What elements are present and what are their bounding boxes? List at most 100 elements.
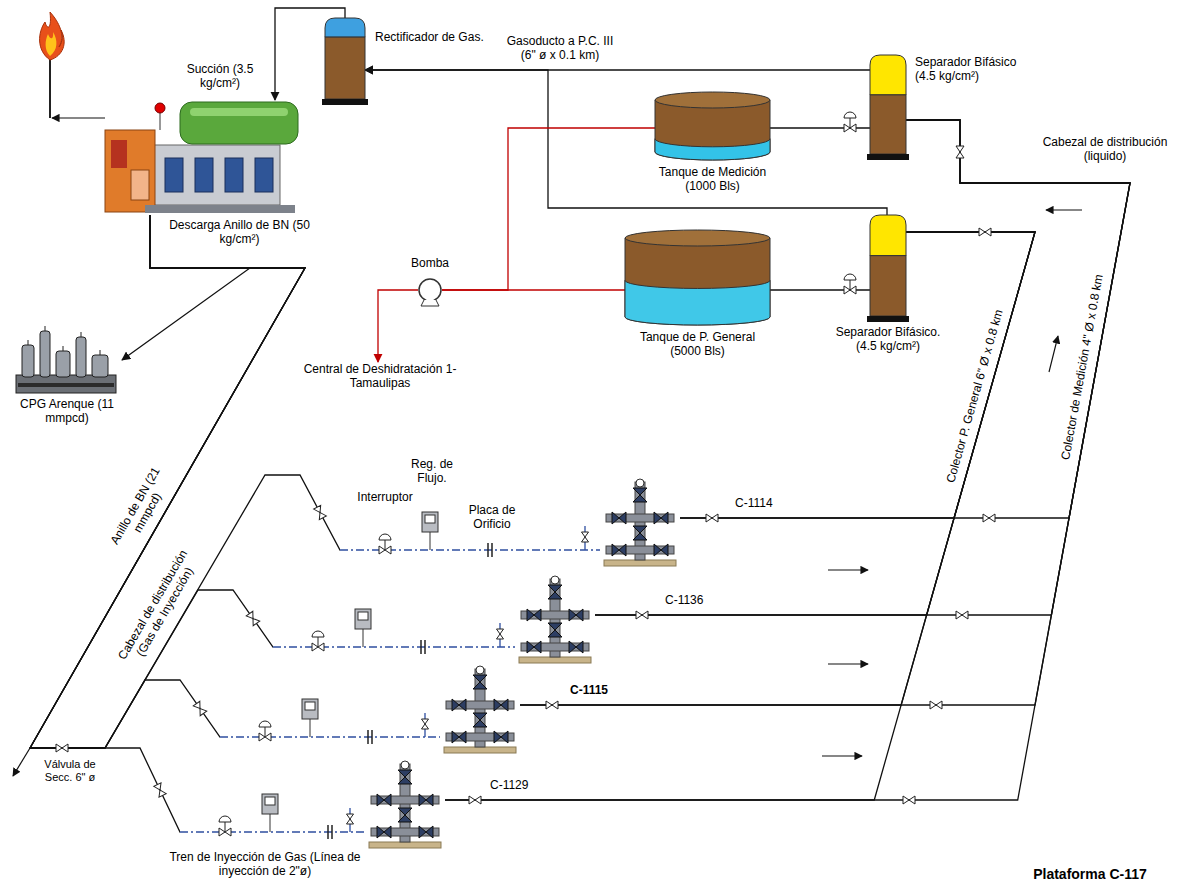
node-text: Separador Bifásico (4.5 kg/cm²) [915,55,1033,84]
injection-branch-valves-part [193,701,206,715]
instrument-label: Placa de Orificio [461,503,523,532]
refinery-icon-part [56,351,70,377]
pipe-connector [30,215,440,748]
refinery-icon-part [76,337,86,377]
vessel-top [870,55,906,95]
injection-branch-valves-part [314,505,327,519]
gas-plant-shape [12,325,122,433]
flowline-valves [469,112,995,804]
flowline-valves-part [956,146,964,158]
flowline-valves-part [844,112,856,132]
separator-vessel: Separador Bifásico. (4.5 kg/cm²) [870,215,906,322]
flowline-valves-part [903,796,915,804]
tank-liquid [655,139,770,160]
compressor-unit-shape [105,100,300,215]
pipe-connector [445,120,1130,800]
refinery-icon [16,326,116,393]
flow-arrows-part [828,663,868,664]
compressor-unit-shape-part [150,145,280,205]
pipe-connector [30,215,600,748]
train-label: Tren de Inyección de Gas (Línea de inyec… [160,850,370,879]
injection-train [180,512,600,839]
pipe-connector [30,215,365,832]
flowline-valves-part [979,228,991,236]
flare-stack-part [40,12,65,60]
pipe-connector [442,289,625,290]
measurement-tank: Tanque de Medición (1000 Bls) [655,92,770,160]
pipe-connector [30,215,515,748]
vessel-base [867,316,909,322]
pipeline-label: Colector de Medición 4" Ø x 0.8 km [1058,270,1107,464]
vessel-top [325,18,365,37]
compressor-unit-shape-part [145,205,295,213]
well-head-shape [440,665,520,753]
node-text: Bomba [400,256,460,270]
flowline-valves-part [546,701,558,709]
node-text: Separador Bifásico. (4.5 kg/cm²) [825,325,951,354]
pipe-connector [520,120,1130,705]
node-text: CPG Arenque (11 mmpcd) [12,397,122,426]
vessel-base [322,99,368,105]
refinery-icon-part [100,350,101,355]
gas-plant: CPG Arenque (11 mmpcd) [12,325,122,433]
tank-body [625,238,770,325]
pipe-connector [378,290,418,362]
injection-train-part [379,512,492,557]
compressor-unit: Succión (3.5 kg/cm²)Descarga Anillo de B… [105,100,300,215]
injection-train-part [220,735,440,739]
compressor-unit-shape-part [111,140,127,168]
refinery-icon-part [22,345,34,377]
header-label: Cabezal de distribución (Gas de Inyecció… [111,540,207,675]
pump-shape-part [419,279,441,301]
node-text: Tanque de Medición (1000 Bls) [645,165,780,194]
gas-rectifier: Rectificador de Gas. [325,18,365,105]
well-head-shape [515,575,595,663]
pipe-connector [445,232,1035,800]
flare-stack [40,12,105,118]
flowline-valves-part [469,796,481,804]
valve-label: Válvula de Secc. 6" ø [32,758,108,784]
well-head-shape-part [444,666,516,753]
compressor-unit-shape-part [155,103,165,113]
node-text: Central de Deshidratación 1-Tamaulipas [275,362,485,391]
ring-continuation [13,744,68,776]
compressor-unit-shape-part [190,108,288,116]
measurement-tank-shape [655,92,770,160]
refinery-icon-part [18,383,114,387]
compressor-unit-shape-part [225,158,243,192]
refinery-icon-part [16,375,116,393]
separator-vessel: Separador Bifásico (4.5 kg/cm²) [870,55,906,160]
pipe-connector [275,8,345,100]
pump-shape [418,278,442,302]
injection-branch-valves [154,505,327,797]
injection-train-part [273,646,515,647]
vessel-body [325,37,365,99]
compressor-unit-shape-part [105,130,155,212]
well-head-shape-part [369,761,441,848]
vessel-base [867,154,909,160]
injection-train-part [347,806,354,832]
pump: Bomba [418,278,442,302]
node-text: Descarga Anillo de BN (50 kg/cm²) [167,218,312,247]
node-text: C-1115 [570,683,630,697]
compressor-unit-shape-part [165,158,183,192]
refinery-icon-part [81,332,82,337]
vessel-body [870,256,906,316]
compressor-unit-shape-part [131,170,149,200]
ring-continuation-part [56,744,68,752]
flow-arrows-part [822,755,862,756]
injection-train-part [422,711,429,737]
flow-arrows-part [1046,209,1082,210]
injection-train-part [312,609,425,654]
well-head: C-1115 [440,665,520,753]
flowline-valves-part [844,274,856,294]
flow-arrows [822,210,1082,756]
well-head-shape-part [604,479,676,566]
flare-stack-part [49,58,51,118]
edge-label: Gasoducto a P.C. III (6" ø x 0.1 km) [500,34,620,63]
